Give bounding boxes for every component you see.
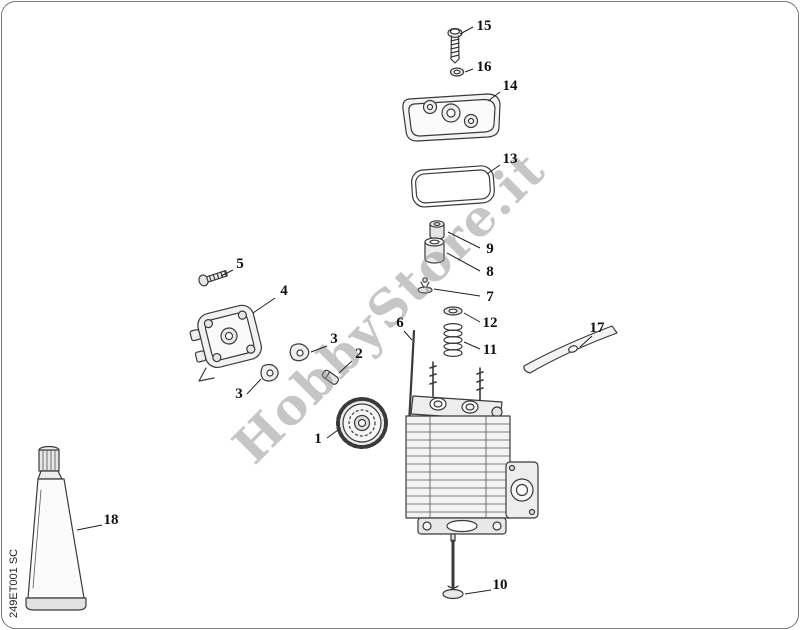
- callout-3a: 3: [310, 331, 338, 353]
- callout-12: 12: [463, 312, 498, 331]
- svg-text:13: 13: [503, 151, 518, 167]
- screw-15-drawing: [447, 27, 463, 64]
- svg-text:14: 14: [503, 78, 519, 94]
- callout-16: 16: [464, 59, 493, 75]
- svg-text:249ET001 SC: 249ET001 SC: [8, 549, 20, 618]
- callout-13: 13: [486, 151, 518, 175]
- cam-gear-1-drawing: [336, 397, 388, 449]
- pushrod-6-drawing: [407, 329, 416, 426]
- rocker-3b-drawing: [260, 363, 279, 382]
- callout-4: 4: [252, 283, 288, 314]
- svg-text:9: 9: [486, 241, 494, 257]
- cylinder-assembly-drawing: [405, 361, 539, 535]
- svg-text:15: 15: [477, 18, 492, 34]
- rocker-3a-drawing: [289, 343, 310, 362]
- svg-text:18: 18: [104, 512, 119, 528]
- wrench-17-drawing: [523, 325, 618, 374]
- callout-11: 11: [463, 341, 497, 358]
- spring-11-drawing: [443, 323, 463, 358]
- callout-8: 8: [446, 252, 494, 280]
- svg-text:3: 3: [235, 386, 243, 402]
- svg-text:10: 10: [493, 577, 508, 593]
- svg-text:8: 8: [486, 264, 494, 280]
- callout-3b: 3: [235, 378, 262, 402]
- washer-16-drawing: [449, 67, 465, 77]
- plate-4-drawing: [189, 304, 262, 382]
- svg-text:6: 6: [396, 315, 404, 331]
- callout-7: 7: [433, 288, 494, 305]
- reference-code: 249ET001 SC: [8, 549, 20, 618]
- pin-2-drawing: [321, 369, 340, 385]
- svg-text:7: 7: [486, 289, 494, 305]
- svg-text:2: 2: [355, 346, 363, 362]
- valve-cover-14-drawing: [402, 93, 501, 142]
- svg-text:11: 11: [483, 342, 497, 358]
- callout-2: 2: [338, 346, 363, 374]
- svg-text:5: 5: [236, 256, 244, 272]
- callout-1: 1: [314, 429, 339, 447]
- callout-17: 17: [579, 320, 606, 348]
- svg-text:3: 3: [330, 331, 338, 347]
- callout-15: 15: [459, 18, 492, 35]
- callout-5: 5: [220, 256, 244, 277]
- tube-18-drawing: [25, 445, 87, 611]
- svg-text:4: 4: [280, 283, 288, 299]
- retainer-12-drawing: [443, 306, 463, 316]
- callout-9: 9: [447, 231, 494, 257]
- callout-18: 18: [76, 512, 119, 531]
- gasket-13-drawing: [410, 165, 495, 208]
- valve-10-drawing: [442, 533, 464, 600]
- callout-6: 6: [396, 315, 413, 341]
- svg-text:16: 16: [477, 59, 493, 75]
- screw-5-drawing: [198, 270, 228, 287]
- keeper-7-drawing: [417, 277, 433, 294]
- svg-text:17: 17: [590, 320, 606, 336]
- svg-text:12: 12: [483, 315, 498, 331]
- callout-10: 10: [464, 577, 508, 595]
- callout-14: 14: [487, 78, 519, 102]
- svg-text:1: 1: [314, 431, 322, 447]
- tappet-8-drawing: [424, 237, 445, 264]
